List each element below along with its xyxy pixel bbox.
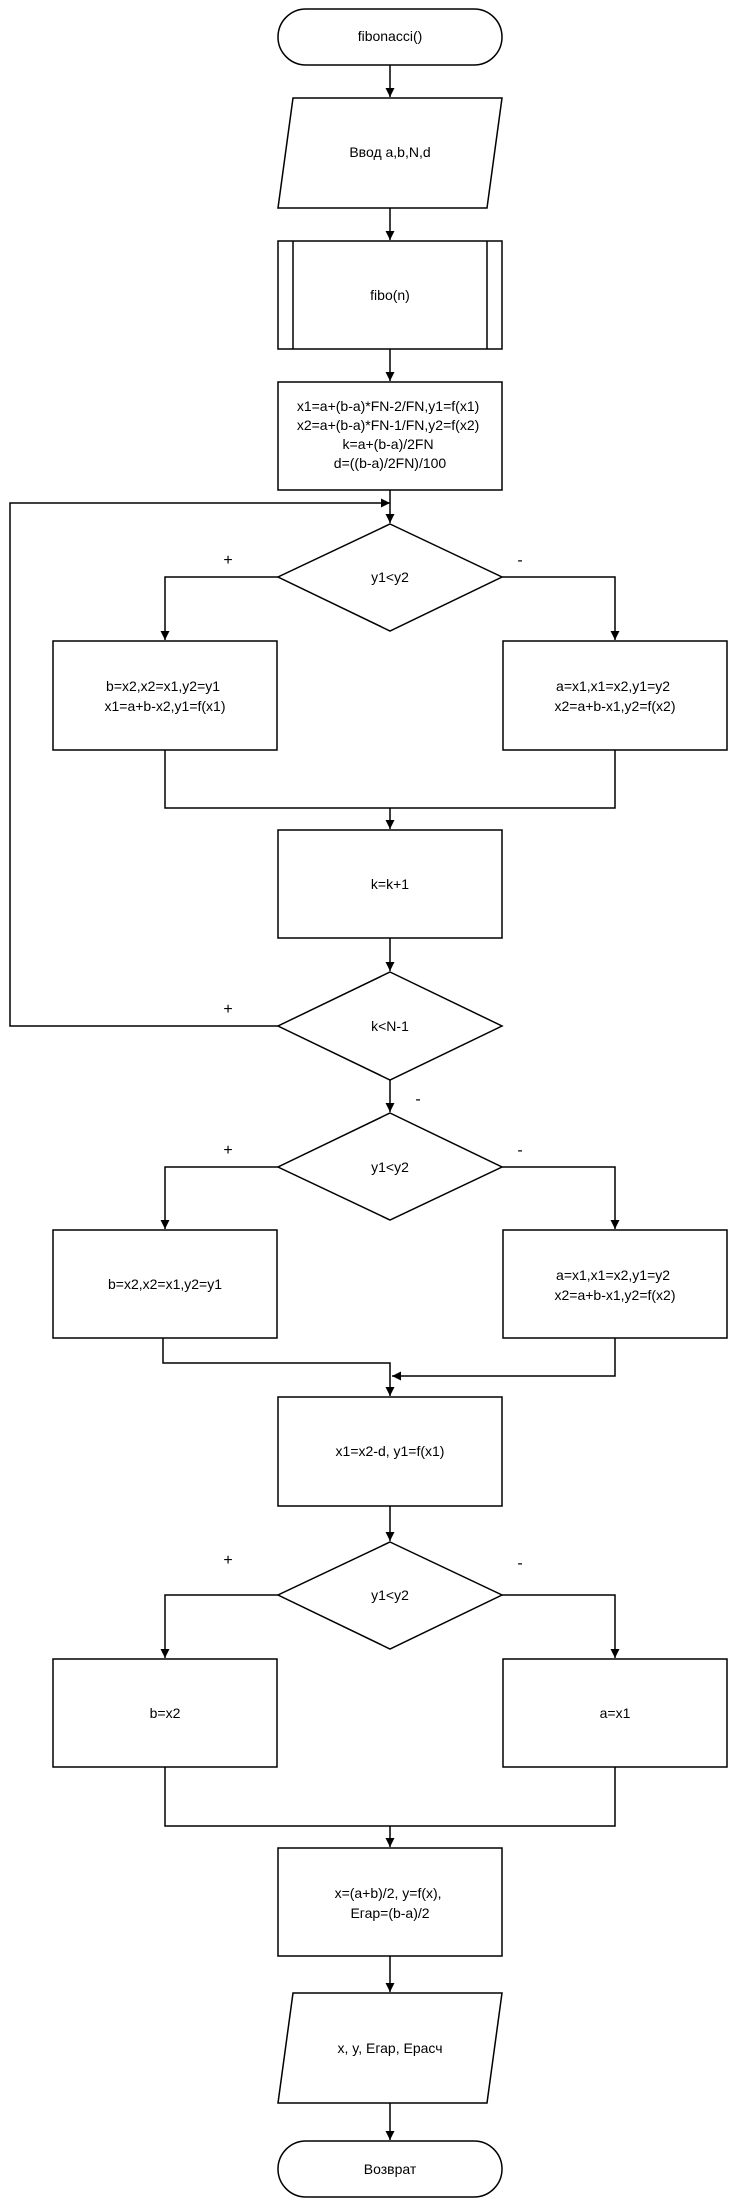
input-parallelogram: Ввод a,b,N,d bbox=[277, 97, 503, 209]
init-process: x1=a+(b-a)*FN-2/FN,y1=f(x1) x2=a+(b-a)*F… bbox=[277, 381, 503, 491]
branch-1-left: b=x2,x2=x1,y2=y1 x1=a+b-x2,y1=f(x1) bbox=[52, 640, 278, 751]
branch-3-right: a=x1 bbox=[502, 1658, 728, 1768]
end-terminal: Возврат bbox=[277, 2140, 503, 2198]
start-terminal: fibonacci() bbox=[277, 8, 503, 66]
decision-2: y1<y2 + - bbox=[223, 1112, 523, 1221]
decision-3-label: y1<y2 bbox=[371, 1587, 409, 1603]
svg-text:b=x2,x2=x1,y2=y1 x1=a+b-: b=x2,x2=x1,y2=y1 x1=a+b-x2,y1=f(x1) bbox=[104, 678, 225, 714]
decision-3: y1<y2 + - bbox=[223, 1541, 523, 1650]
start-label: fibonacci() bbox=[358, 28, 423, 44]
svg-text:a=x1: a=x1 bbox=[600, 1705, 631, 1721]
increment-process: k=k+1 bbox=[277, 829, 503, 939]
input-label: Ввод a,b,N,d bbox=[349, 144, 430, 160]
subprocess-block: fibo(n) bbox=[277, 240, 503, 350]
output-label: x, y, Eгар, Eрасч bbox=[337, 2040, 442, 2056]
output-parallelogram: x, y, Eгар, Eрасч bbox=[277, 1992, 503, 2104]
loop-decision: k<N-1 + - bbox=[223, 971, 504, 1108]
svg-text:x=(a+b)/2, y=f(x), Eгар=: x=(a+b)/2, y=f(x), Eгар=(b-a)/2 bbox=[335, 1885, 446, 1921]
decision-2-label: y1<y2 bbox=[371, 1159, 409, 1175]
decision-1-label: y1<y2 bbox=[371, 569, 409, 585]
shift-label: x1=x2-d, y1=f(x1) bbox=[336, 1443, 445, 1459]
loop-decision-label: k<N-1 bbox=[371, 1018, 409, 1034]
branch-3-left: b=x2 bbox=[52, 1658, 278, 1768]
decision-1-plus: + bbox=[223, 552, 232, 569]
svg-text:a=x1,x1=x2,y1=y2 x2=a+b-: a=x1,x1=x2,y1=y2 x2=a+b-x1,y2=f(x2) bbox=[554, 1267, 675, 1303]
init-text: x1=a+(b-a)*FN-2/FN,y1=f(x1) x2=a+(b-a)*F… bbox=[297, 398, 483, 471]
result-process: x=(a+b)/2, y=f(x), Eгар=(b-a)/2 bbox=[277, 1847, 503, 1957]
increment-label: k=k+1 bbox=[371, 876, 409, 892]
branch-2-right: a=x1,x1=x2,y1=y2 x2=a+b-x1,y2=f(x2) bbox=[502, 1229, 728, 1339]
shift-process: x1=x2-d, y1=f(x1) bbox=[277, 1396, 503, 1507]
end-label: Возврат bbox=[364, 2161, 417, 2177]
subprocess-label: fibo(n) bbox=[370, 287, 410, 303]
decision-2-plus: + bbox=[223, 1142, 232, 1159]
loop-minus: - bbox=[415, 1091, 420, 1108]
loop-plus: + bbox=[223, 1001, 232, 1018]
decision-1-minus: - bbox=[517, 552, 522, 569]
branch-2-left: b=x2,x2=x1,y2=y1 bbox=[52, 1229, 278, 1339]
branch-1-right: a=x1,x1=x2,y1=y2 x2=a+b-x1,y2=f(x2) bbox=[502, 640, 728, 751]
svg-text:b=x2,x2=x1,y2=y1: b=x2,x2=x1,y2=y1 bbox=[108, 1276, 222, 1292]
decision-3-minus: - bbox=[517, 1555, 522, 1572]
decision-1: y1<y2 + - bbox=[223, 523, 523, 632]
decision-3-plus: + bbox=[223, 1552, 232, 1569]
svg-text:b=x2: b=x2 bbox=[150, 1705, 181, 1721]
decision-2-minus: - bbox=[517, 1142, 522, 1159]
svg-text:a=x1,x1=x2,y1=y2 x2=a+b-: a=x1,x1=x2,y1=y2 x2=a+b-x1,y2=f(x2) bbox=[554, 678, 675, 714]
connectors bbox=[9, 65, 620, 2140]
